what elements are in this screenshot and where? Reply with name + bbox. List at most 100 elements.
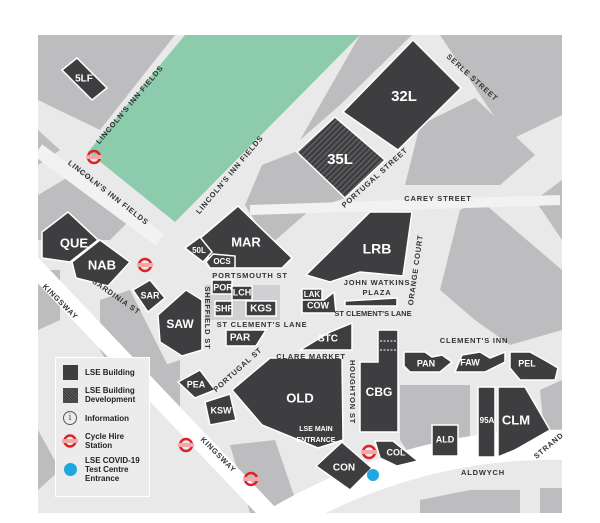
- building-ksw[interactable]: KSW: [204, 393, 237, 426]
- svg-text:FAW: FAW: [460, 357, 480, 367]
- street-label: ST CLEMENT'S LANE: [217, 320, 308, 329]
- lincolns-inn-fields-park: [88, 35, 360, 222]
- svg-text:STC: STC: [318, 334, 338, 345]
- building-nab[interactable]: NAB: [71, 239, 132, 287]
- building-mar[interactable]: MAR: [197, 204, 294, 269]
- svg-text:ALD: ALD: [436, 434, 455, 444]
- svg-text:PAN: PAN: [417, 358, 435, 368]
- building-shf[interactable]: SHF: [214, 300, 234, 317]
- lse-building-icon: [62, 364, 78, 380]
- svg-text:QUE: QUE: [60, 235, 89, 250]
- street-label: CAREY STREET: [404, 194, 471, 203]
- roads: [38, 144, 562, 513]
- svg-text:SHF: SHF: [215, 303, 234, 313]
- building-50l[interactable]: 50L: [183, 235, 213, 264]
- svg-text:NAB: NAB: [88, 257, 116, 272]
- legend-label: LSE COVID-19 Test Centre Entrance: [85, 456, 140, 483]
- svg-text:OCS: OCS: [213, 257, 231, 266]
- building-clm[interactable]: CLM: [497, 386, 552, 459]
- svg-text:COL: COL: [387, 447, 407, 457]
- svg-text:CON: CON: [333, 463, 355, 474]
- building-kgs[interactable]: KGS: [245, 300, 277, 317]
- legend-item-covid-entrance: LSE COVID-19 Test Centre Entrance: [62, 456, 143, 483]
- street-label: CLARE MARKET: [276, 352, 346, 361]
- buildings: 5LF 32L 35L MAR 50L OCS LRB QUE NAB SAR …: [41, 38, 559, 491]
- building-stc[interactable]: STC: [297, 321, 353, 351]
- cycle-hire-station-icon[interactable]: [137, 257, 153, 273]
- main-entrance-label-2: ENTRANCE: [297, 437, 336, 444]
- street-label: PORTSMOUTH ST: [212, 271, 287, 280]
- cycle-hire-station-icon[interactable]: [243, 471, 259, 487]
- legend-item-lse-building: LSE Building: [62, 364, 143, 380]
- svg-text:LCH: LCH: [233, 287, 252, 297]
- svg-text:KGS: KGS: [250, 304, 272, 315]
- svg-text:95A: 95A: [480, 416, 495, 425]
- svg-text:SAW: SAW: [166, 317, 194, 331]
- legend-item-development: LSE Building Development: [62, 386, 143, 404]
- legend-label: LSE Building Development: [85, 386, 136, 404]
- building-plaza-strip: [344, 297, 398, 307]
- building-cbg[interactable]: CBG: [359, 329, 399, 433]
- map-legend: LSE Building LSE Building Development i …: [55, 357, 150, 497]
- svg-text:32L: 32L: [391, 88, 417, 105]
- lse-building-development-icon: [62, 387, 78, 403]
- svg-text:POR: POR: [213, 282, 233, 292]
- building-5lf[interactable]: 5LF: [60, 56, 109, 102]
- svg-text:LRB: LRB: [363, 241, 392, 257]
- svg-text:5LF: 5LF: [75, 74, 93, 85]
- building-col[interactable]: COL: [373, 440, 420, 467]
- building-pea[interactable]: PEA: [176, 369, 217, 399]
- building-que[interactable]: QUE: [41, 211, 100, 263]
- building-lch[interactable]: LCH: [231, 285, 253, 301]
- svg-text:LAK: LAK: [304, 290, 321, 299]
- building-95a[interactable]: 95A: [477, 386, 496, 458]
- building-pel[interactable]: PEL: [509, 351, 559, 381]
- svg-text:50L: 50L: [192, 246, 206, 255]
- legend-label: Cycle Hire Station: [85, 432, 125, 450]
- building-cow[interactable]: COW: [301, 290, 337, 314]
- legend-label: LSE Building: [85, 367, 135, 377]
- cycle-hire-markers: [86, 149, 377, 487]
- street-label: SHEFFIELD ST: [203, 287, 212, 350]
- legend-item-information: i Information: [62, 410, 143, 426]
- information-icon: i: [62, 410, 78, 426]
- svg-text:PAR: PAR: [230, 333, 251, 344]
- building-35l-development[interactable]: 35L: [295, 115, 387, 200]
- svg-text:PEL: PEL: [518, 358, 536, 368]
- street-label: HOUGHTON ST: [348, 360, 357, 424]
- legend-label: Information: [85, 413, 129, 423]
- svg-text:OLD: OLD: [286, 390, 313, 405]
- building-lrb[interactable]: LRB: [304, 211, 413, 283]
- cycle-hire-icon: [62, 433, 78, 449]
- street-label: JOHN WATKINS: [344, 278, 411, 287]
- building-old[interactable]: OLD LSE MAIN ENTRANCE: [230, 357, 344, 449]
- svg-text:35L: 35L: [327, 151, 353, 168]
- svg-text:CLM: CLM: [502, 412, 530, 427]
- svg-text:CBG: CBG: [366, 385, 393, 399]
- street-label: ALDWYCH: [461, 468, 505, 477]
- covid-test-centre-entrance-icon[interactable]: [367, 469, 379, 481]
- building-por[interactable]: POR: [211, 279, 233, 295]
- building-ocs[interactable]: OCS: [205, 253, 236, 269]
- cycle-hire-station-icon[interactable]: [86, 149, 102, 165]
- street-label: CLEMENT'S INN: [440, 336, 508, 345]
- building-ald[interactable]: ALD: [431, 424, 459, 457]
- building-par[interactable]: PAR: [225, 329, 268, 347]
- legend-item-cycle-hire: Cycle Hire Station: [62, 432, 143, 450]
- svg-text:COW: COW: [307, 300, 330, 310]
- cycle-hire-station-icon[interactable]: [361, 444, 377, 460]
- building-32l[interactable]: 32L: [341, 38, 463, 151]
- svg-text:MAR: MAR: [231, 234, 261, 249]
- building-pan[interactable]: PAN: [403, 351, 454, 373]
- building-saw[interactable]: SAW: [157, 289, 203, 357]
- cycle-hire-station-icon[interactable]: [178, 437, 194, 453]
- covid-entrance-icon: [62, 462, 78, 478]
- building-sar[interactable]: SAR: [131, 279, 167, 314]
- building-con[interactable]: CON: [314, 440, 374, 491]
- street-label: PLAZA: [363, 288, 392, 297]
- svg-text:SAR: SAR: [140, 290, 160, 300]
- building-lak[interactable]: LAK: [301, 288, 323, 301]
- main-entrance-label: LSE MAIN: [299, 426, 332, 433]
- building-faw[interactable]: FAW: [453, 350, 506, 373]
